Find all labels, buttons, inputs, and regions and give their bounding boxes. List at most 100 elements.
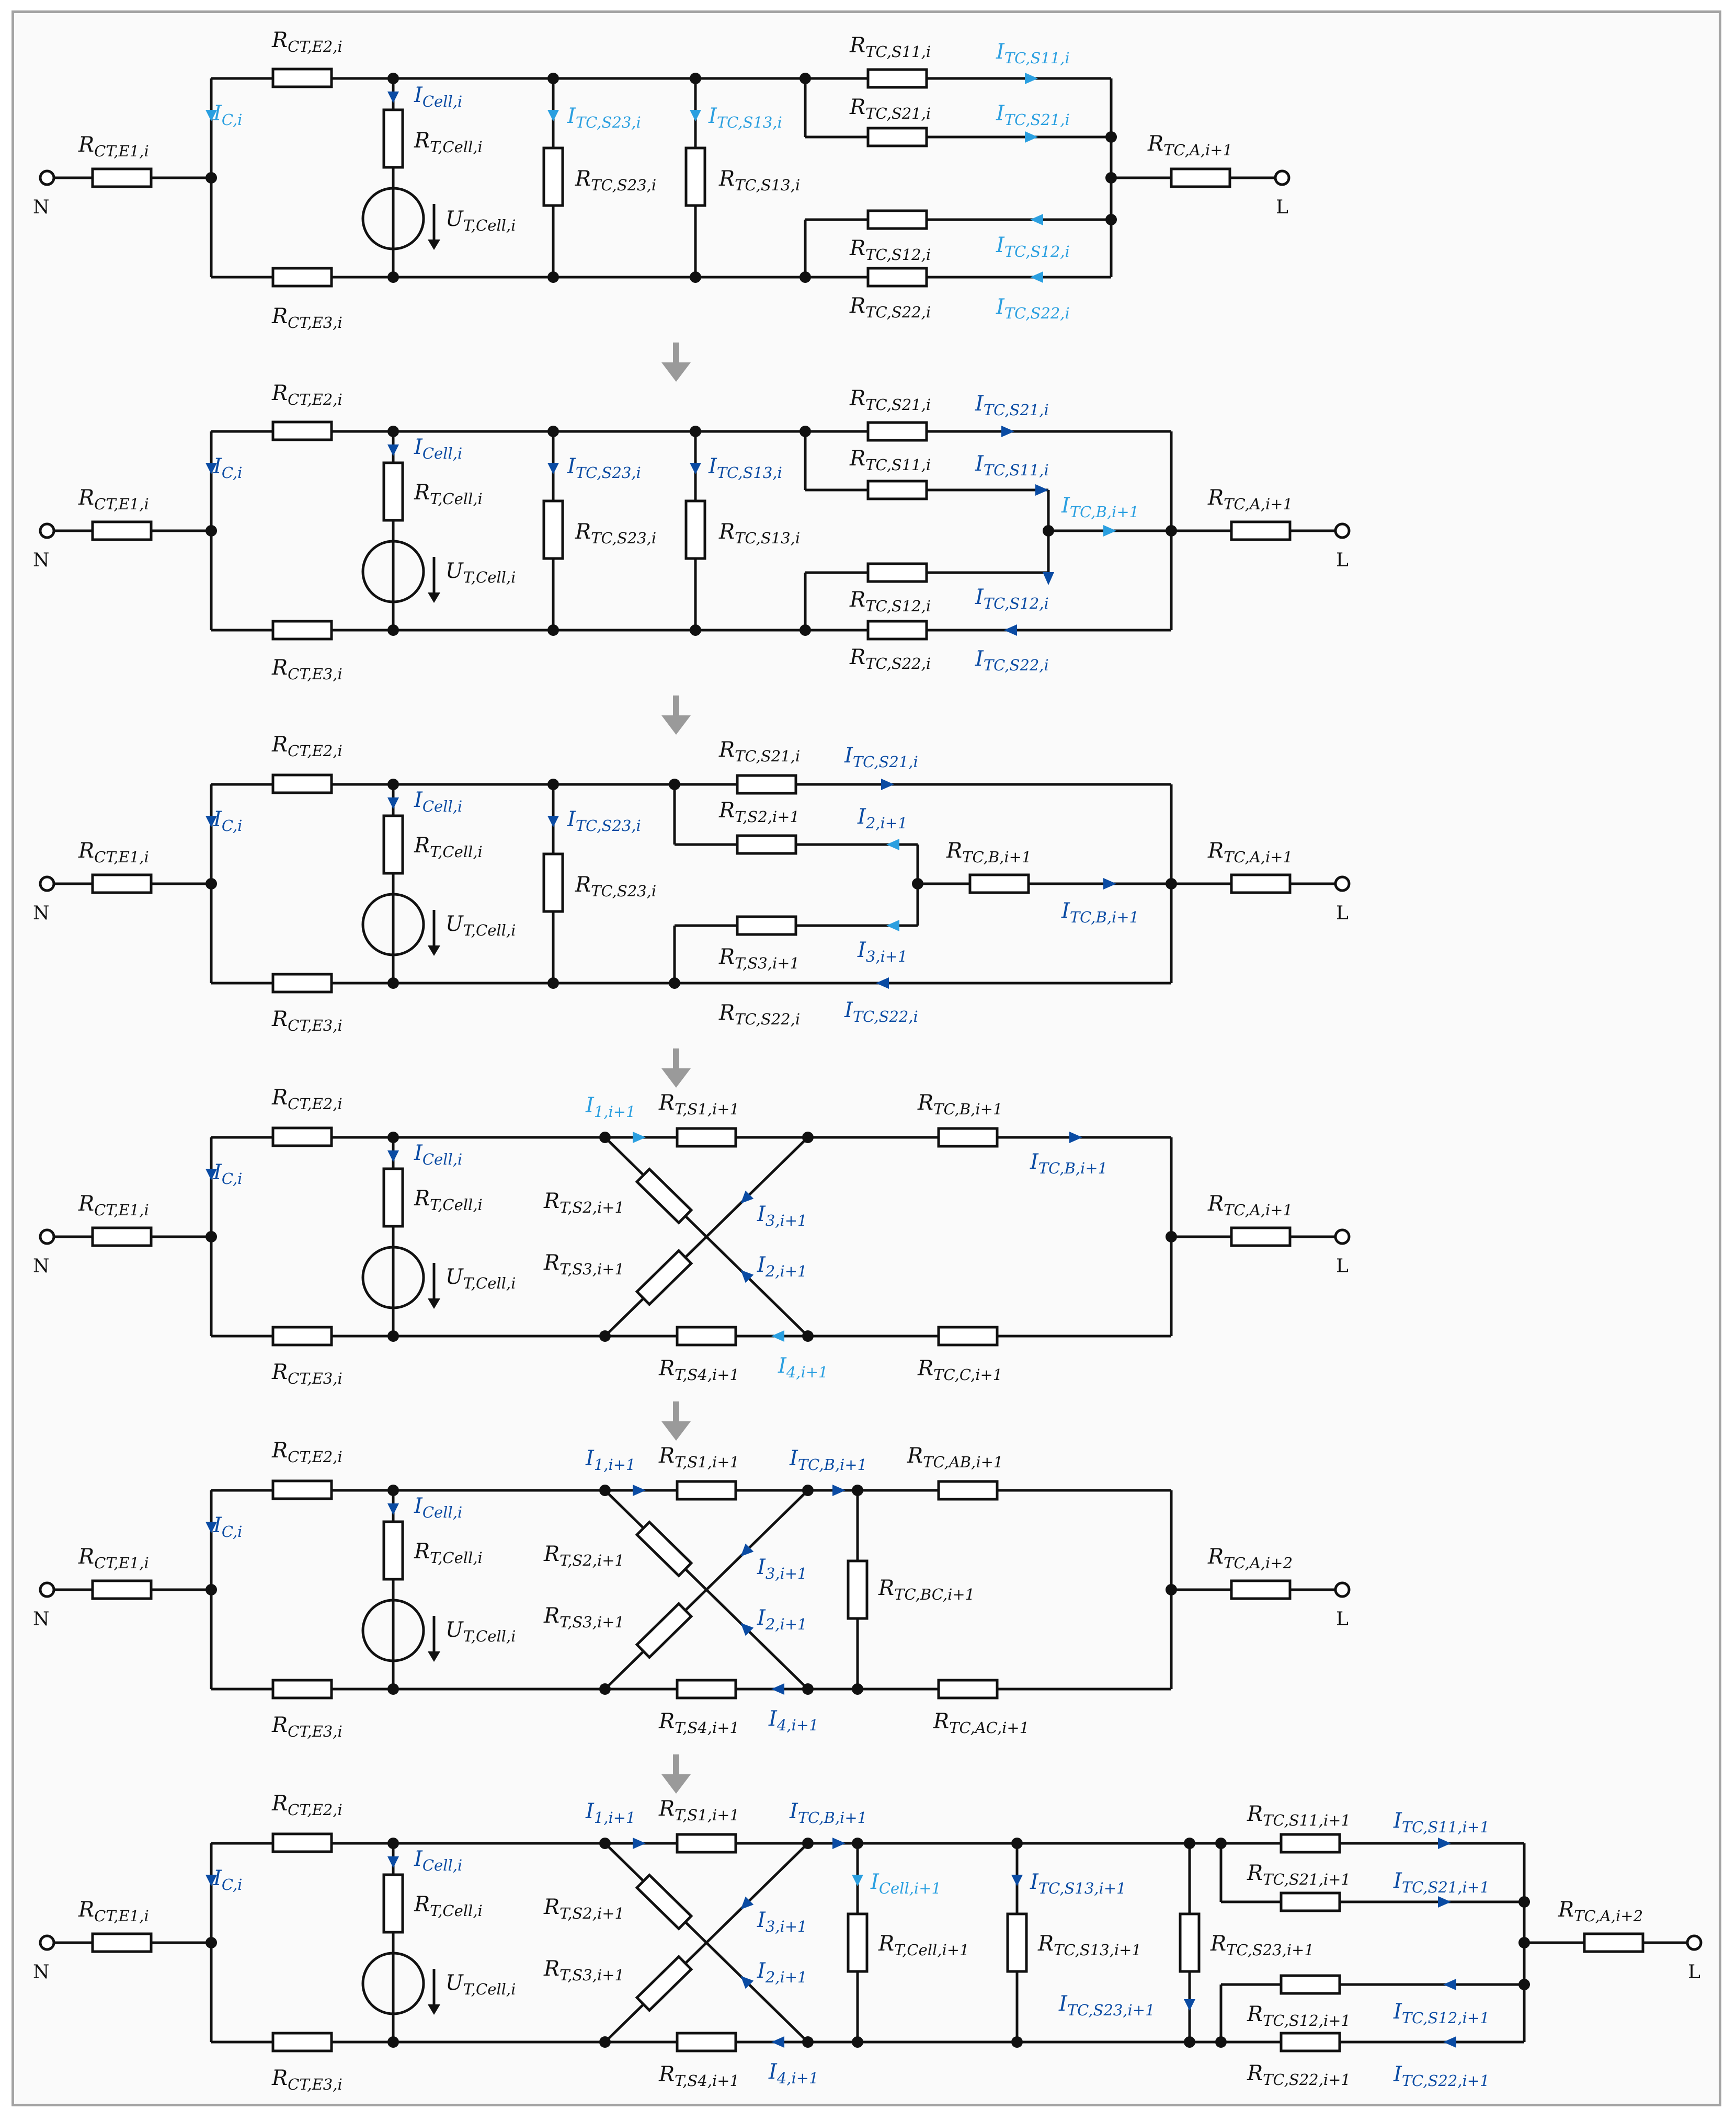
label-subscript: T,Cell,i	[430, 1549, 483, 1567]
label-symbol: R	[271, 1713, 288, 1737]
resistor-label: RTC,S21,i+1	[1247, 1861, 1351, 1888]
label-subscript: CT,E1,i	[94, 495, 149, 513]
label-symbol: U	[446, 1971, 464, 1995]
resistor-label: RT,S2,i+1	[543, 1189, 624, 1216]
resistor-label: RTC,A,i+1	[1207, 1192, 1293, 1219]
label-symbol: U	[446, 1265, 464, 1289]
resistor-label: RT,Cell,i	[414, 1540, 483, 1567]
label-subscript: T,Cell,i	[430, 1196, 483, 1214]
label-symbol: I	[585, 1446, 595, 1470]
label-symbol: I	[1393, 2062, 1402, 2086]
resistor-label: RTC,S13,i+1	[1037, 1932, 1141, 1959]
label-symbol: R	[917, 1091, 933, 1115]
terminal-n-label: N	[33, 903, 50, 924]
label-symbol: I	[1030, 1150, 1039, 1174]
current-label: ITC,B,i+1	[1061, 494, 1139, 521]
current-label: ITC,S21,i	[996, 101, 1070, 129]
label-subscript: CT,E3,i	[288, 314, 342, 332]
label-subscript: Cell,i	[422, 93, 462, 110]
resistor-label: RTC,S23,i+1	[1210, 1932, 1314, 1959]
current-label: ICell,i	[414, 1141, 462, 1168]
label-symbol: R	[718, 1001, 735, 1025]
label-subscript: T,Cell,i+1	[894, 1941, 969, 1959]
label-symbol: R	[271, 1439, 288, 1463]
resistor-label: RCT,E1,i	[78, 1545, 149, 1572]
step-arrows	[661, 343, 691, 1794]
label-symbol: I	[768, 1707, 778, 1731]
label-subscript: TC,S11,i+1	[1263, 1811, 1351, 1829]
current-label: IC,i	[213, 1513, 242, 1541]
label-subscript: TC,S22,i	[865, 303, 931, 321]
label-symbol: R	[1037, 1932, 1054, 1956]
resistor-label: RCT,E2,i	[271, 28, 342, 55]
label-symbol: R	[718, 738, 735, 762]
label-subscript: T,S3,i+1	[559, 1260, 624, 1278]
label-symbol: R	[849, 95, 865, 119]
label-symbol: R	[658, 1709, 675, 1734]
label-subscript: 3,i+1	[766, 1918, 807, 1935]
current-label: I4,i+1	[778, 1354, 828, 1381]
label-subscript: CT,E1,i	[94, 142, 149, 160]
label-symbol: R	[414, 834, 430, 858]
current-label: ITC,S23,i	[567, 807, 641, 835]
label-subscript: TC,S21,i	[984, 401, 1049, 419]
label-symbol: R	[917, 1356, 933, 1381]
resistor-label: RTC,AC,i+1	[933, 1709, 1029, 1737]
label-symbol: I	[1393, 2000, 1402, 2024]
resistor-label: RCT,E1,i	[78, 1192, 149, 1219]
label-subscript: CT,E2,i	[288, 1448, 342, 1466]
current-label: IC,i	[213, 1866, 242, 1894]
terminal-l-label: L	[1336, 903, 1349, 924]
label-subscript: TC,C,i+1	[933, 1366, 1002, 1384]
current-label: ITC,S11,i	[975, 452, 1049, 479]
label-symbol: I	[1393, 1809, 1402, 1833]
label-symbol: I	[213, 1866, 222, 1890]
label-subscript: T,Cell,i	[463, 1274, 516, 1292]
resistor-label: RCT,E3,i	[271, 304, 342, 332]
resistor-label: RTC,A,i+1	[1147, 132, 1232, 159]
label-symbol: R	[78, 486, 94, 510]
label-symbol: I	[414, 435, 423, 459]
label-subscript: TC,S12,i	[984, 595, 1049, 612]
label-subscript: TC,S23,i+1	[1067, 2001, 1155, 2019]
resistor-label: RTC,S23,i	[575, 520, 656, 547]
resistor-label: RCT,E2,i	[271, 1792, 342, 1819]
label-symbol: R	[78, 839, 94, 863]
label-symbol: I	[778, 1354, 787, 1378]
label-subscript: TC,S13,i	[717, 113, 782, 131]
resistor-label: RT,S2,i+1	[718, 799, 800, 826]
label-symbol: R	[1210, 1932, 1226, 1956]
label-subscript: TC,S23,i	[591, 176, 656, 194]
current-label: ITC,B,i+1	[1030, 1150, 1107, 1177]
panel-3-circuit	[40, 775, 1351, 992]
resistor-label: RTC,S11,i	[849, 447, 931, 474]
label-subscript: TC,A,i+2	[1224, 1554, 1293, 1572]
label-symbol: R	[1207, 1192, 1224, 1216]
current-label: I1,i+1	[585, 1446, 636, 1474]
label-symbol: R	[658, 1797, 675, 1821]
label-subscript: CT,E3,i	[288, 1723, 342, 1740]
resistor-label: RCT,E3,i	[271, 1007, 342, 1034]
label-symbol: I	[996, 233, 1005, 257]
resistor-label: RTC,S22,i+1	[1247, 2061, 1351, 2089]
label-symbol: R	[1147, 132, 1163, 156]
resistor-label: RT,Cell,i	[414, 1892, 483, 1920]
label-symbol: R	[1247, 1861, 1263, 1885]
label-symbol: R	[718, 945, 735, 969]
label-symbol: R	[414, 129, 430, 153]
label-subscript: CT,E1,i	[94, 1907, 149, 1925]
resistor-label: RTC,S21,i	[849, 386, 931, 414]
current-label: IC,i	[213, 101, 242, 129]
label-subscript: TC,B,i+1	[1070, 503, 1139, 521]
label-subscript: 1,i+1	[594, 1456, 636, 1474]
label-subscript: TC,S12,i+1	[1402, 2009, 1490, 2027]
resistor-label: RTC,S12,i	[849, 588, 931, 615]
label-subscript: TC,B,i+1	[933, 1100, 1002, 1118]
label-subscript: TC,S23,i+1	[1226, 1941, 1314, 1959]
label-symbol: I	[1030, 1870, 1039, 1894]
resistor-label: RTC,AB,i+1	[907, 1444, 1003, 1471]
current-label: I1,i+1	[585, 1093, 636, 1121]
label-subscript: TC,S22,i	[1004, 304, 1070, 322]
label-subscript: T,S4,i+1	[675, 1366, 739, 1384]
